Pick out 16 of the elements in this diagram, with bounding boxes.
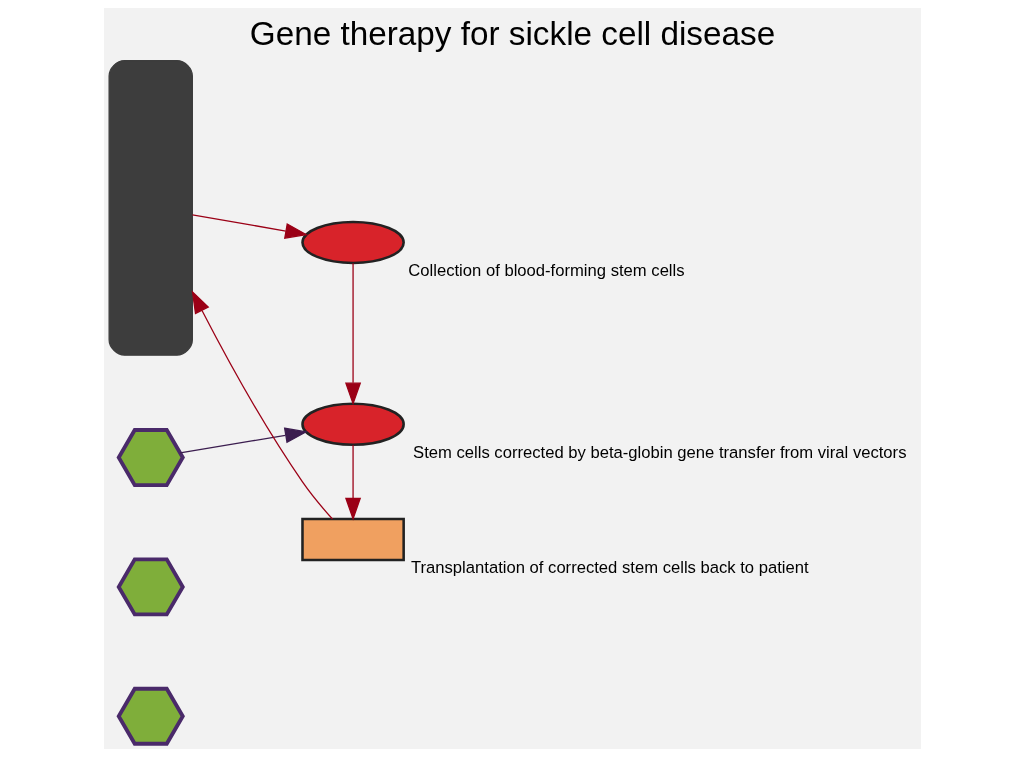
node-hexagon bbox=[116, 686, 185, 746]
node-hexagon bbox=[116, 557, 185, 617]
node-label: Collection of blood-forming stem cells bbox=[407, 261, 685, 281]
node-box bbox=[300, 517, 405, 562]
arrow bbox=[191, 290, 333, 520]
node-label: Stem cells corrected by beta-globin gene transfer from viral vectors bbox=[412, 443, 906, 463]
arrow bbox=[191, 214, 308, 239]
node-person bbox=[108, 59, 193, 356]
node-circle bbox=[300, 220, 405, 265]
node-label: Transplantation of corrected stem cells back to patient bbox=[410, 558, 809, 578]
arrow bbox=[179, 427, 308, 454]
node-circle bbox=[300, 402, 405, 447]
arrow bbox=[344, 444, 361, 521]
node-hexagon bbox=[116, 428, 185, 488]
diagram-title: Gene therapy for sickle cell disease bbox=[249, 14, 775, 52]
arrow bbox=[344, 262, 361, 406]
